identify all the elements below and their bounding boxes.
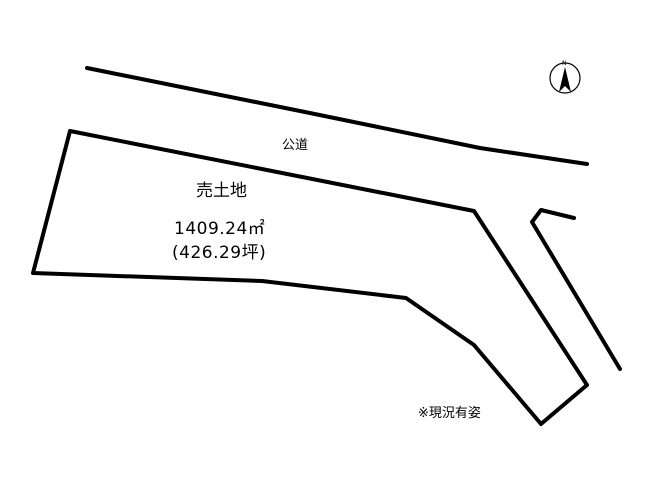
road-edge-line [85, 66, 589, 166]
compass-north-letter: N [562, 60, 567, 67]
lot-title: 売土地 [196, 181, 247, 201]
road-label: 公道 [282, 138, 309, 153]
compass-icon [549, 62, 581, 94]
status-note: ※現況有姿 [418, 406, 481, 421]
lot-area-tsubo: (426.29坪) [172, 243, 267, 263]
access-path-boundary [530, 208, 622, 371]
lot-boundary [31, 129, 589, 426]
lot-area-sqm: 1409.24㎡ [174, 219, 266, 239]
